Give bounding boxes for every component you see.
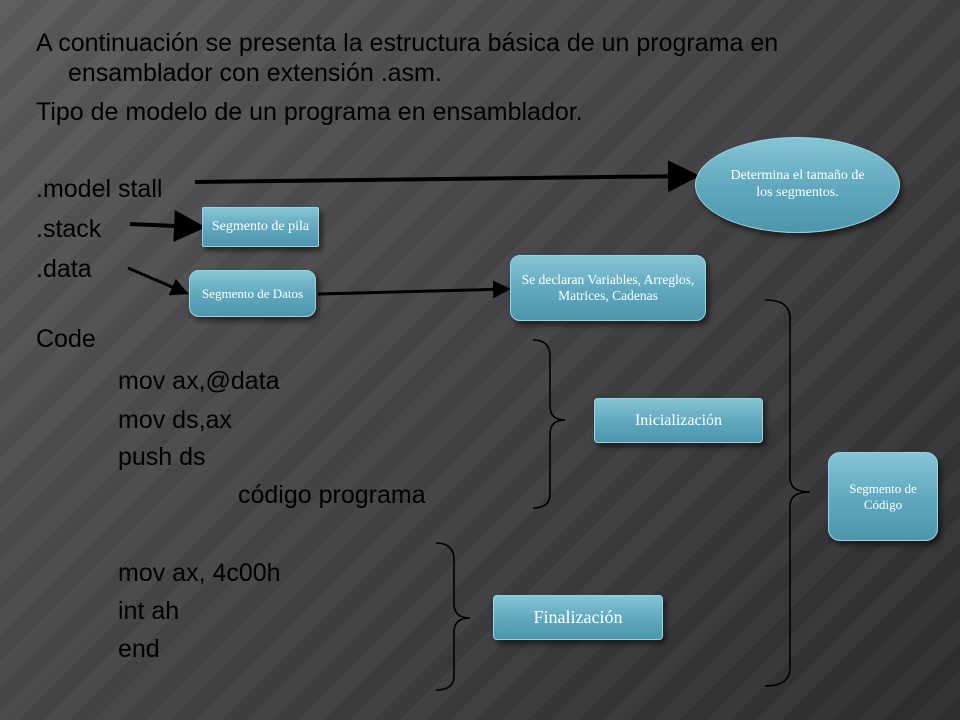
code-data: .data [36, 255, 92, 283]
bracket-finalizacion [435, 542, 471, 691]
box-segmento-pila: Segmento de pila [202, 207, 319, 247]
intro-line-2: ensamblador con extensión .asm. [68, 59, 442, 87]
arrow-model-to-determina [194, 160, 700, 193]
box-finalizacion: Finalización [493, 595, 663, 640]
arrow-stack-to-pila [129, 209, 206, 242]
box-declaran: Se declaran Variables, Arreglos, Matrice… [510, 255, 706, 321]
code-label: Code [36, 325, 96, 353]
bracket-segmento-codigo [764, 299, 811, 687]
code-push-ds: push ds [118, 443, 206, 471]
box-segmento-codigo: Segmento de Código [828, 452, 938, 541]
code-codigo-programa: código programa [238, 481, 426, 509]
arrow-data-to-datos [127, 266, 189, 296]
code-stack: .stack [36, 215, 102, 243]
intro-line-1: A continuación se presenta la estructura… [36, 29, 779, 57]
code-model: .model stall [36, 175, 163, 203]
code-end: end [118, 635, 160, 663]
code-int-ah: int ah [118, 597, 180, 625]
box-segmento-datos: Segmento de Datos [189, 270, 316, 317]
code-mov-ax-4c00h: mov ax, 4c00h [118, 559, 281, 587]
code-mov-ds-ax: mov ds,ax [118, 406, 232, 434]
intro-line-3: Tipo de modelo de un programa en ensambl… [36, 98, 583, 126]
arrow-datos-to-declaran [317, 280, 511, 299]
code-mov-ax-data: mov ax,@data [118, 367, 280, 395]
box-determina: Determina el tamaño de los segmentos. [695, 137, 900, 233]
box-inicializacion: Inicialización [594, 398, 763, 443]
bracket-inicializacion [532, 339, 566, 509]
